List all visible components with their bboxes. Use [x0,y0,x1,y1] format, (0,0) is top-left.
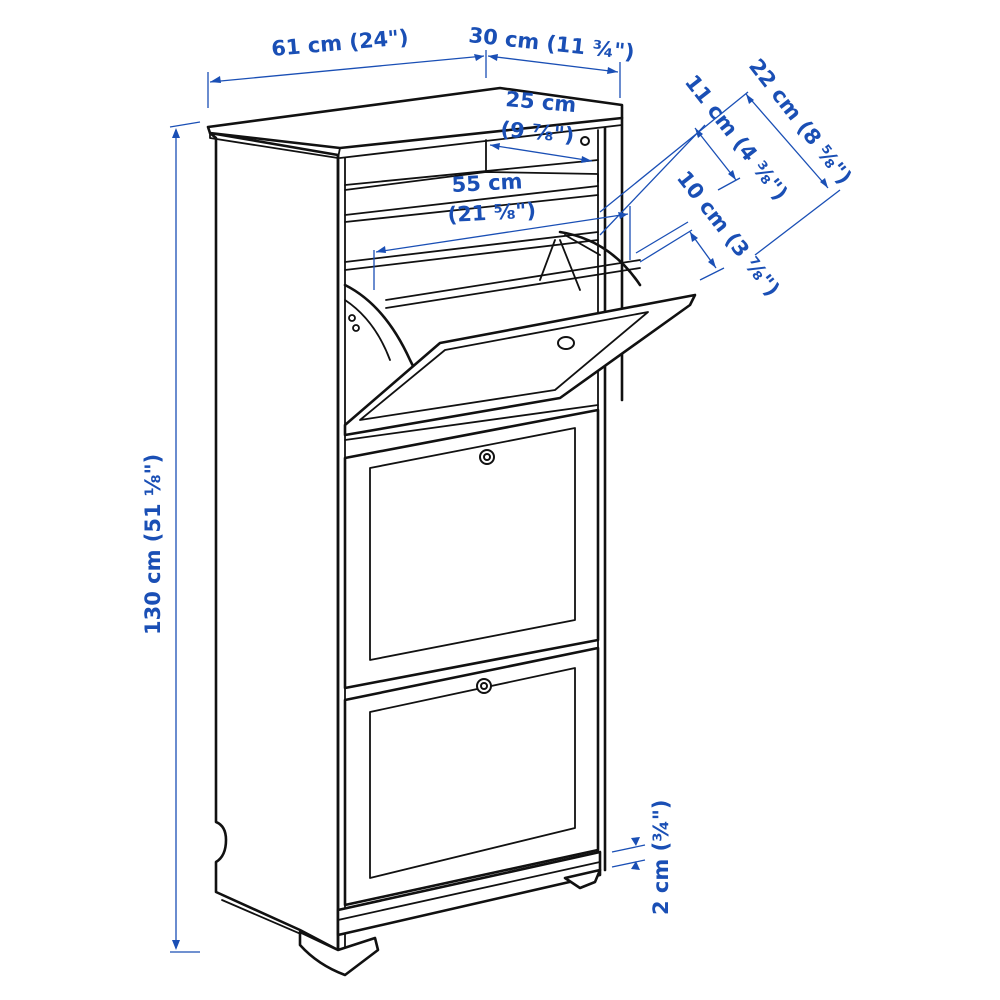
label-top-shelf-depth-in: (9 ⅞") [500,117,576,147]
dimension-lines [169,50,841,953]
label-height: 130 cm (51 ⅛") [141,454,165,635]
front-left-foot [298,930,380,977]
label-floor-clearance: 2 cm (¾") [649,800,673,915]
cabinet-top-knob [580,136,590,146]
front-right-foot [563,868,602,890]
open-tilt-drawer-front [343,293,697,437]
cabinet-drawing [206,86,697,977]
label-inner-width: 55 cm [451,169,523,197]
bottom-drawer-front [343,646,600,907]
open-drawer-knob [557,336,575,350]
side-panel [208,131,340,952]
middle-drawer-front [343,408,600,690]
label-inner-width-in: (21 ⅝") [447,198,537,227]
plinth [336,850,602,937]
label-width: 61 cm (24") [270,25,409,61]
